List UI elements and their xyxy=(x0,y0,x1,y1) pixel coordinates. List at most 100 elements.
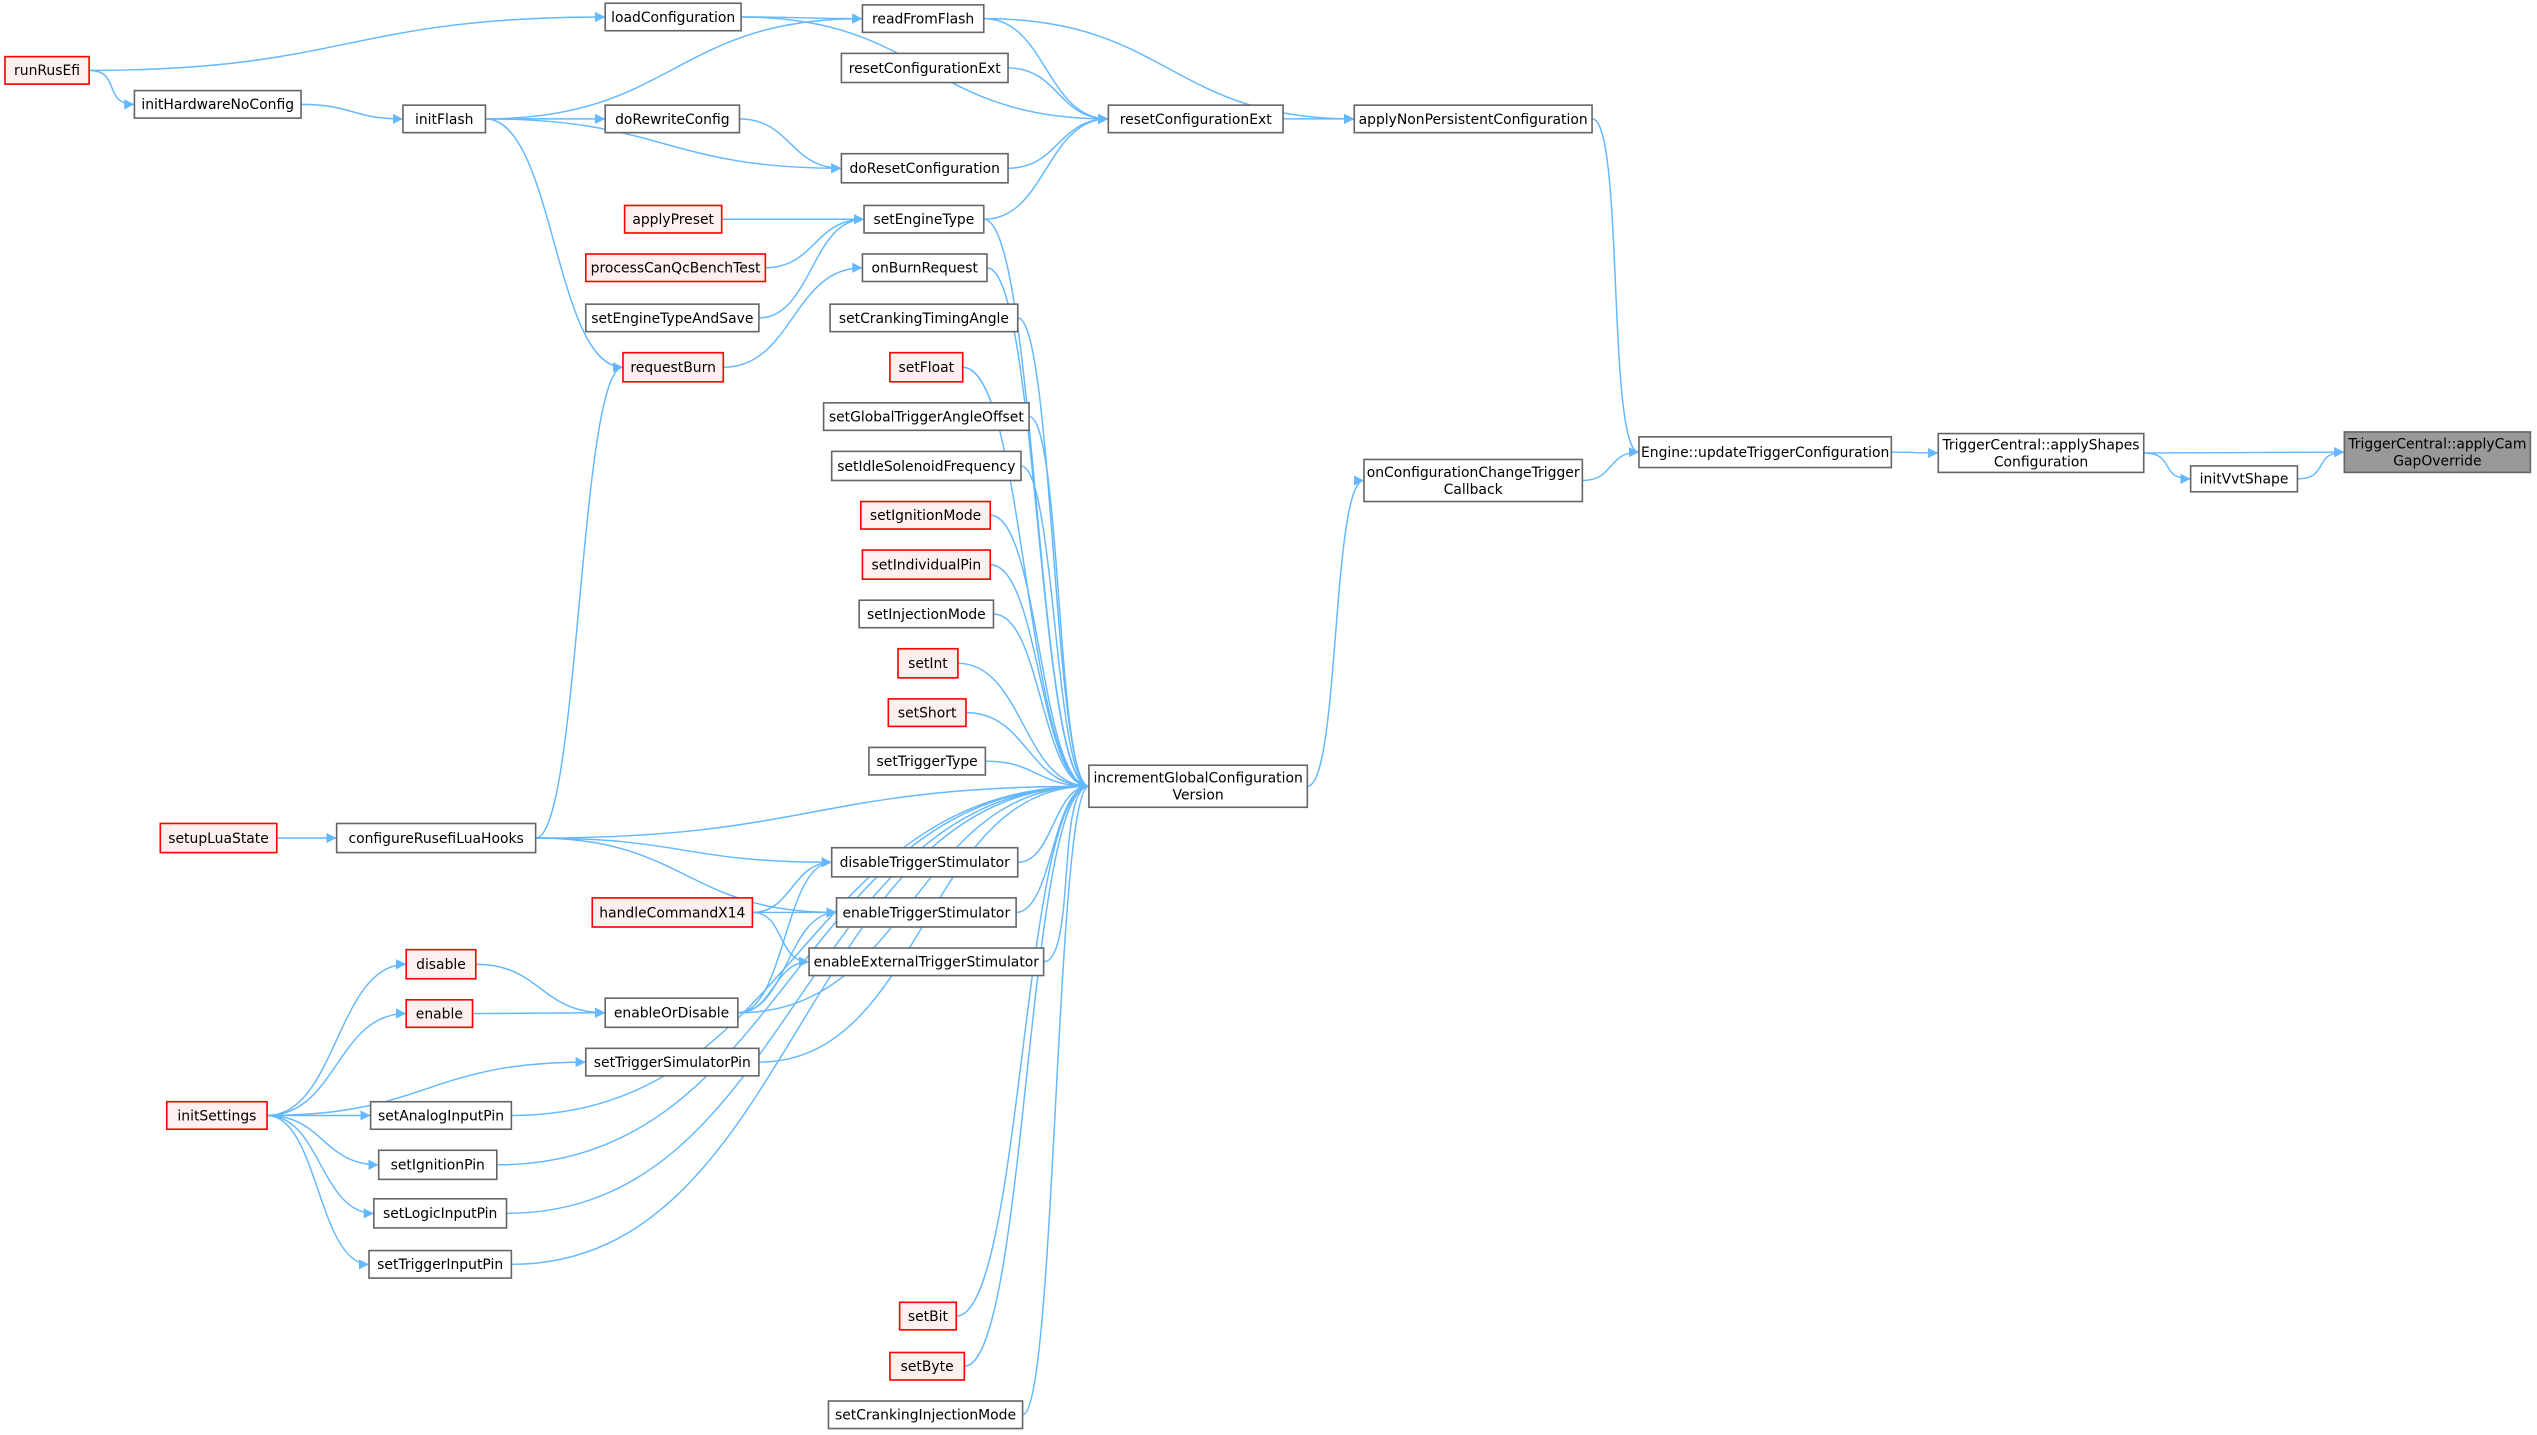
node-box[interactable] xyxy=(827,1400,1024,1430)
node-set-bit[interactable]: setBit xyxy=(898,1301,958,1331)
node-box[interactable] xyxy=(584,253,767,283)
node-box[interactable] xyxy=(133,89,302,119)
node-init-hardware-no-config[interactable]: initHardwareNoConfig xyxy=(133,89,302,119)
node-box[interactable] xyxy=(840,52,1009,84)
node-box[interactable] xyxy=(335,822,537,854)
node-set-idle-solenoid-frequency[interactable]: setIdleSolenoidFrequency xyxy=(830,450,1022,482)
node-box[interactable] xyxy=(1088,764,1309,809)
node-box[interactable] xyxy=(889,351,964,383)
node-box[interactable] xyxy=(861,253,988,283)
node-box[interactable] xyxy=(1353,104,1593,134)
node-set-engine-type[interactable]: setEngineType xyxy=(863,204,985,234)
node-box[interactable] xyxy=(604,2,742,32)
node-box[interactable] xyxy=(402,104,487,134)
node-run-rus-efi[interactable]: runRusEfi xyxy=(4,55,90,85)
node-box[interactable] xyxy=(808,947,1045,977)
node-box[interactable] xyxy=(368,1249,513,1279)
node-box[interactable] xyxy=(897,647,959,679)
node-box[interactable] xyxy=(591,897,754,928)
node-configure-rusefi-lua-hooks[interactable]: configureRusefiLuaHooks xyxy=(335,822,537,854)
node-do-rewrite-config[interactable]: doRewriteConfig xyxy=(604,104,741,134)
node-set-cranking-injection-mode[interactable]: setCrankingInjectionMode xyxy=(827,1400,1024,1430)
node-set-short[interactable]: setShort xyxy=(887,698,967,728)
node-box[interactable] xyxy=(165,1100,268,1131)
node-apply-non-persistent-configuration[interactable]: applyNonPersistentConfiguration xyxy=(1353,104,1593,134)
node-box[interactable] xyxy=(2343,431,2532,474)
node-set-injection-mode[interactable]: setInjectionMode xyxy=(858,599,995,629)
node-box[interactable] xyxy=(863,204,985,234)
node-set-cranking-timing-angle[interactable]: setCrankingTimingAngle xyxy=(829,303,1019,333)
node-box[interactable] xyxy=(1638,436,1893,469)
node-set-trigger-input-pin[interactable]: setTriggerInputPin xyxy=(368,1249,513,1279)
node-box[interactable] xyxy=(159,822,278,854)
node-setup-lua-state[interactable]: setupLuaState xyxy=(159,822,278,854)
node-handle-command-x14[interactable]: handleCommandX14 xyxy=(591,897,754,928)
node-box[interactable] xyxy=(623,204,723,234)
node-box[interactable] xyxy=(1937,432,2145,474)
node-box[interactable] xyxy=(373,1197,508,1229)
node-set-float[interactable]: setFloat xyxy=(889,351,964,383)
node-load-configuration[interactable]: loadConfiguration xyxy=(604,2,742,32)
node-box[interactable] xyxy=(604,104,741,134)
node-box[interactable] xyxy=(584,303,760,333)
node-box[interactable] xyxy=(1107,104,1284,134)
node-request-burn[interactable]: requestBurn xyxy=(622,351,725,383)
node-init-settings[interactable]: initSettings xyxy=(165,1100,268,1131)
node-box[interactable] xyxy=(835,897,1017,928)
node-set-trigger-type[interactable]: setTriggerType xyxy=(868,746,987,776)
node-on-burn-request[interactable]: onBurnRequest xyxy=(861,253,988,283)
node-box[interactable] xyxy=(1363,458,1584,503)
node-enable-or-disable[interactable]: enableOrDisable xyxy=(604,997,739,1029)
node-box[interactable] xyxy=(840,152,1009,184)
node-box[interactable] xyxy=(377,1149,498,1181)
node-set-trigger-simulator-pin[interactable]: setTriggerSimulatorPin xyxy=(584,1047,760,1077)
node-read-from-flash[interactable]: readFromFlash xyxy=(861,4,985,34)
node-box[interactable] xyxy=(860,500,992,530)
node-disable[interactable]: disable xyxy=(405,948,477,980)
node-box[interactable] xyxy=(822,402,1030,432)
node-box[interactable] xyxy=(604,997,739,1029)
node-box[interactable] xyxy=(830,450,1022,482)
node-box[interactable] xyxy=(405,998,474,1029)
node-apply-preset[interactable]: applyPreset xyxy=(623,204,723,234)
node-init-flash[interactable]: initFlash xyxy=(402,104,487,134)
node-box[interactable] xyxy=(858,599,995,629)
node-process-can-qc-bench-test[interactable]: processCanQcBenchTest xyxy=(584,253,767,283)
node-engine-update-trigger-configuration[interactable]: Engine::updateTriggerConfiguration xyxy=(1638,436,1893,469)
node-box[interactable] xyxy=(584,1047,760,1077)
node-do-reset-configuration[interactable]: doResetConfiguration xyxy=(840,152,1009,184)
node-box[interactable] xyxy=(889,1351,966,1381)
node-set-ignition-pin[interactable]: setIgnitionPin xyxy=(377,1149,498,1181)
node-enable-trigger-stimulator[interactable]: enableTriggerStimulator xyxy=(835,897,1017,928)
node-set-global-trigger-angle-offset[interactable]: setGlobalTriggerAngleOffset xyxy=(822,402,1030,432)
node-box[interactable] xyxy=(405,948,477,980)
node-box[interactable] xyxy=(861,549,992,580)
node-box[interactable] xyxy=(868,746,987,776)
node-box[interactable] xyxy=(861,4,985,34)
node-reset-configuration-ext[interactable]: resetConfigurationExt xyxy=(1107,104,1284,134)
node-init-vvt-shape[interactable]: initVvtShape xyxy=(2189,465,2299,493)
node-box[interactable] xyxy=(887,698,967,728)
node-box[interactable] xyxy=(830,846,1019,878)
node-enable[interactable]: enable xyxy=(405,998,474,1029)
node-reset-configuration-ext1[interactable]: resetConfigurationExt xyxy=(840,52,1009,84)
node-box[interactable] xyxy=(622,351,725,383)
node-set-ignition-mode[interactable]: setIgnitionMode xyxy=(860,500,992,530)
node-box[interactable] xyxy=(2189,465,2299,493)
node-box[interactable] xyxy=(898,1301,958,1331)
node-disable-trigger-stimulator[interactable]: disableTriggerStimulator xyxy=(830,846,1019,878)
node-set-int[interactable]: setInt xyxy=(897,647,959,679)
node-box[interactable] xyxy=(829,303,1019,333)
node-set-analog-input-pin[interactable]: setAnalogInputPin xyxy=(369,1100,513,1131)
node-set-engine-type-and-save[interactable]: setEngineTypeAndSave xyxy=(584,303,760,333)
node-enable-external-trigger-stimulator[interactable]: enableExternalTriggerStimulator xyxy=(808,947,1045,977)
node-set-individual-pin[interactable]: setIndividualPin xyxy=(861,549,992,580)
node-box[interactable] xyxy=(369,1100,513,1131)
node-set-logic-input-pin[interactable]: setLogicInputPin xyxy=(373,1197,508,1229)
node-set-byte[interactable]: setByte xyxy=(889,1351,966,1381)
node-box[interactable] xyxy=(4,55,90,85)
